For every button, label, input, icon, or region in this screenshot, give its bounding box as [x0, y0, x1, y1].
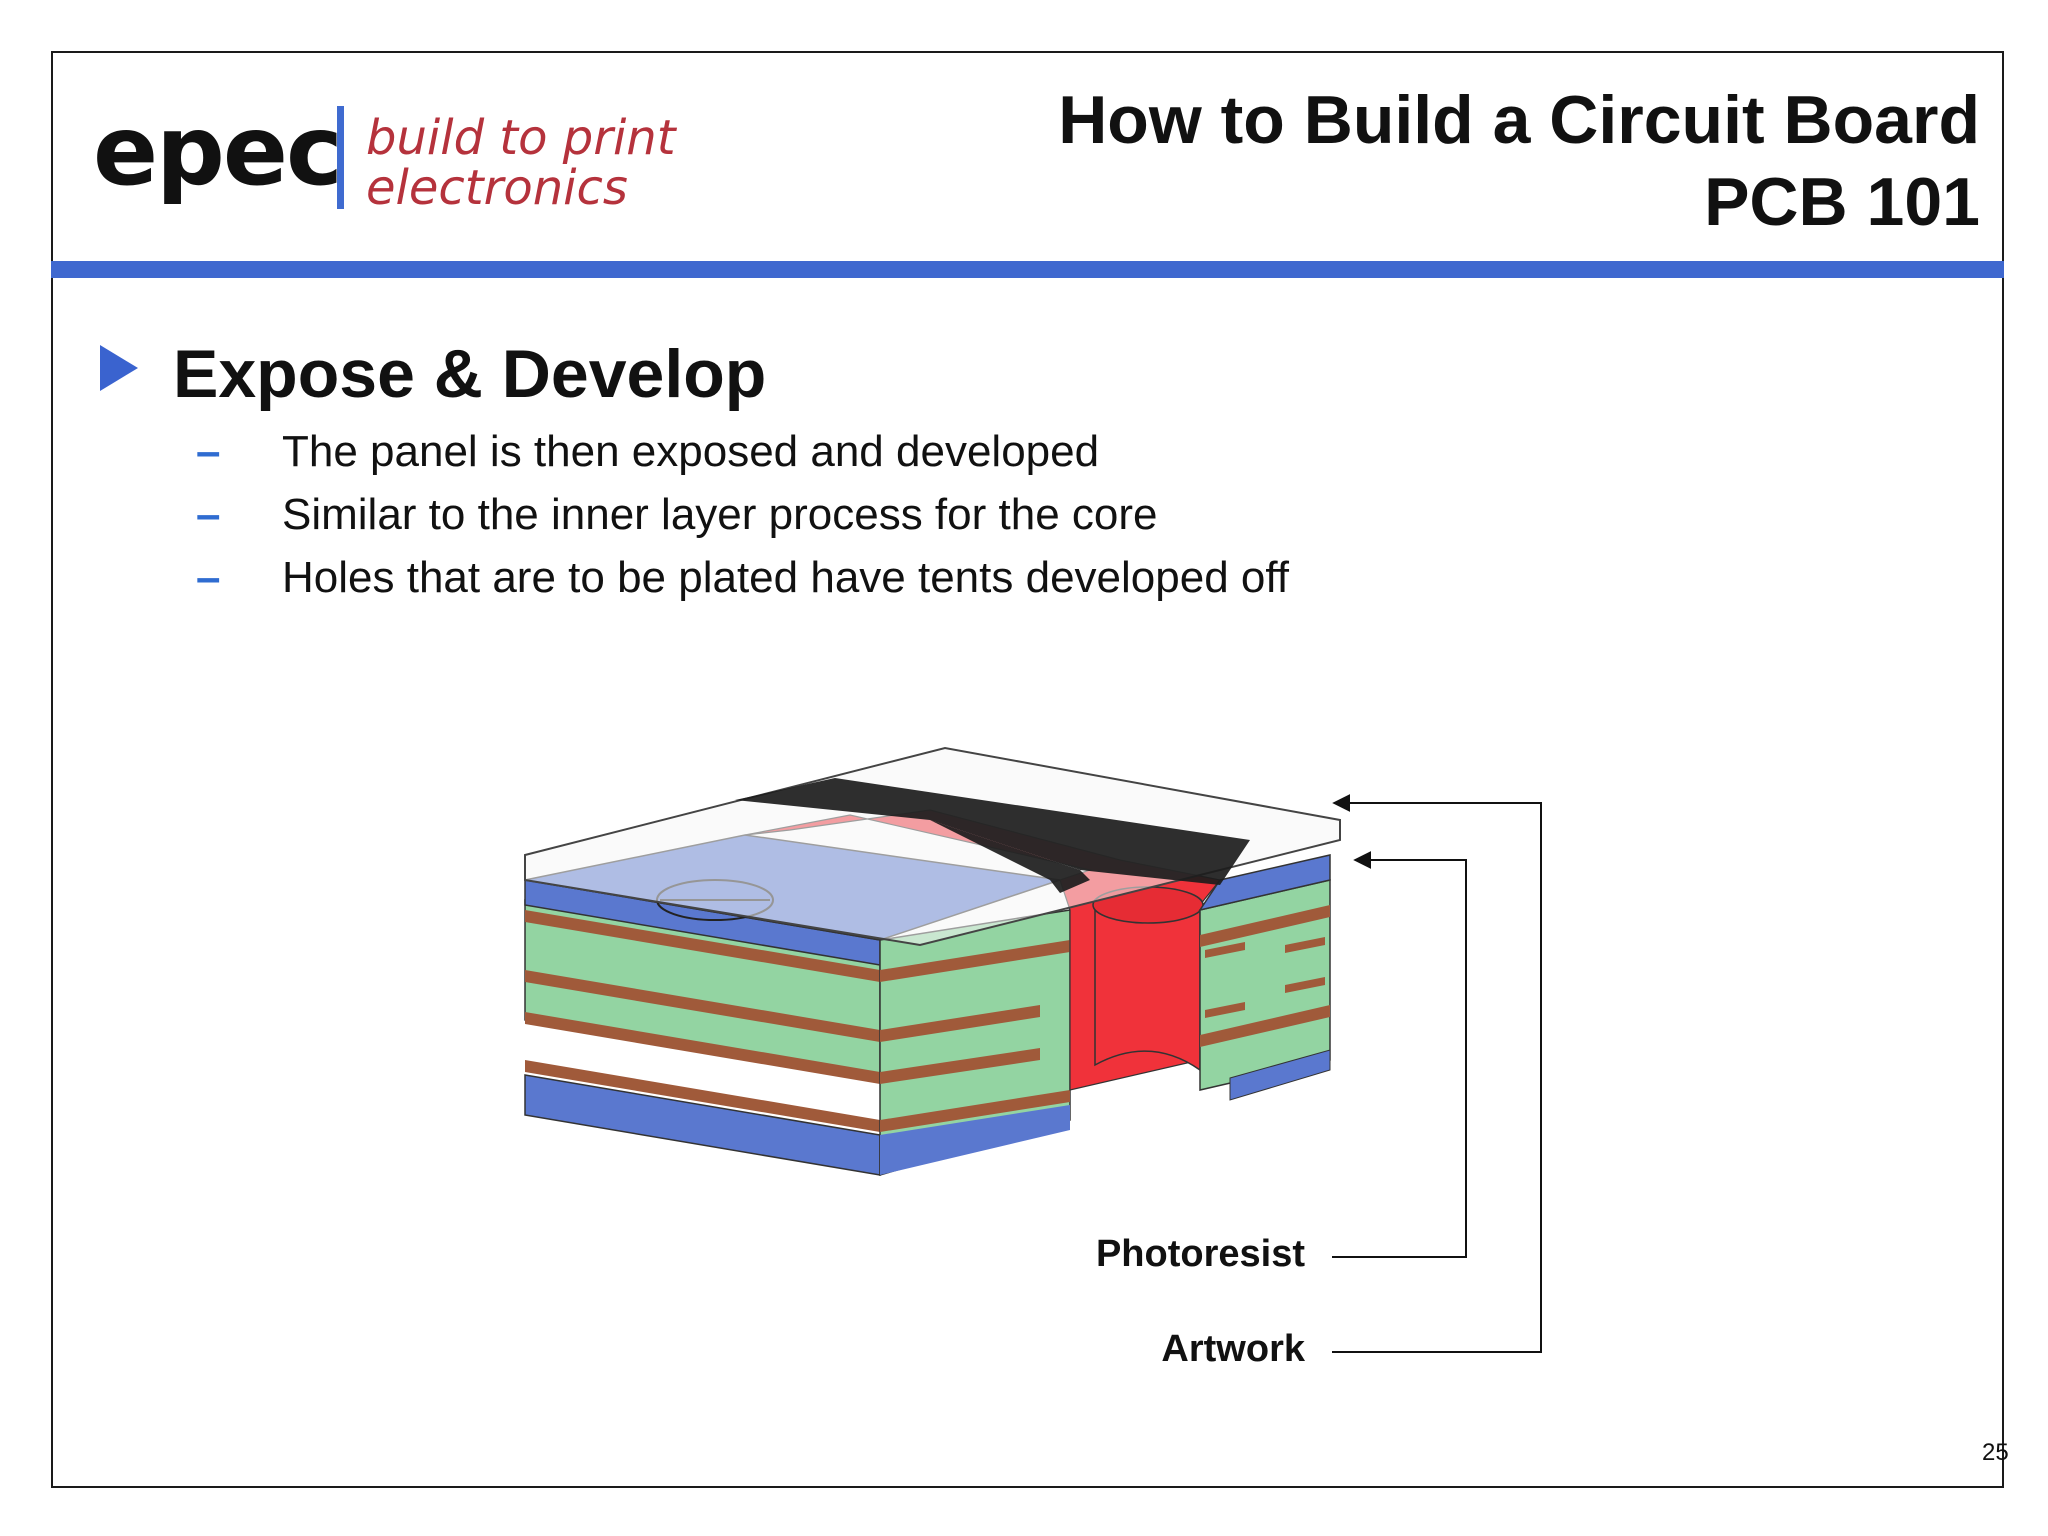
- copper-layer: [880, 1005, 1040, 1042]
- right-photoresist-bottom: [1229, 1049, 1331, 1101]
- logo-tagline-line2: electronics: [366, 160, 628, 216]
- list-item: – The panel is then exposed and developed: [196, 420, 1289, 483]
- copper-layer: [880, 1048, 1040, 1084]
- logo-tagline: build to print electronics: [366, 113, 676, 213]
- copper-layer: [525, 970, 880, 1042]
- header-rule: [51, 261, 2004, 278]
- copper-layer: [1200, 1005, 1330, 1047]
- artwork-opaque-region: [735, 778, 1250, 885]
- copper-layer: [525, 1060, 880, 1132]
- artwork-leader-line: [1332, 794, 1542, 1353]
- bullet-text: Holes that are to be plated have tents d…: [282, 553, 1290, 602]
- dash-icon: –: [196, 490, 221, 539]
- pcb-right-block: [1198, 854, 1331, 1101]
- section-heading: Expose & Develop: [173, 336, 767, 412]
- copper-stub: [1285, 977, 1325, 993]
- artwork-film-sheet: [524, 746, 1341, 947]
- list-item: – Similar to the inner layer process for …: [196, 483, 1289, 546]
- slide-title: How to Build a Circuit Board PCB 101: [1058, 79, 1980, 243]
- copper-stub: [1285, 937, 1325, 953]
- slide-title-line1: How to Build a Circuit Board: [1058, 82, 1980, 158]
- copper-stub: [1205, 942, 1245, 958]
- dash-icon: –: [196, 553, 221, 602]
- artwork-film: [524, 746, 1341, 947]
- photoresist-label: Photoresist: [1095, 1233, 1305, 1275]
- copper-layer: [1200, 905, 1330, 947]
- epec-logo-wordmark: epec: [93, 95, 343, 207]
- list-item: – Holes that are to be plated have tents …: [196, 546, 1289, 609]
- bottom-photoresist-side: [880, 1105, 1070, 1175]
- logo-tagline-line1: build to print: [366, 110, 676, 166]
- bullet-list: – The panel is then exposed and developed…: [196, 420, 1289, 609]
- slide-title-line2: PCB 101: [1704, 164, 1980, 240]
- dash-icon: –: [196, 427, 221, 476]
- copper-layer: [880, 1090, 1070, 1132]
- copper-layer: [525, 910, 880, 982]
- page-number: 25: [1982, 1439, 2009, 1466]
- logo-divider: [337, 106, 344, 209]
- bullet-text: Similar to the inner layer process for t…: [282, 490, 1158, 539]
- copper-layer: [525, 1012, 880, 1084]
- heading-bullet-arrow-icon: [100, 345, 138, 391]
- right-photoresist-top: [1198, 854, 1331, 912]
- artwork-opaque-region: [930, 820, 1090, 893]
- artwork-label: Artwork: [1161, 1328, 1305, 1370]
- bullet-text: The panel is then exposed and developed: [282, 427, 1100, 476]
- photoresist-leader-line: [1332, 851, 1467, 1258]
- copper-layer: [880, 940, 1070, 982]
- copper-stub: [1205, 1002, 1245, 1018]
